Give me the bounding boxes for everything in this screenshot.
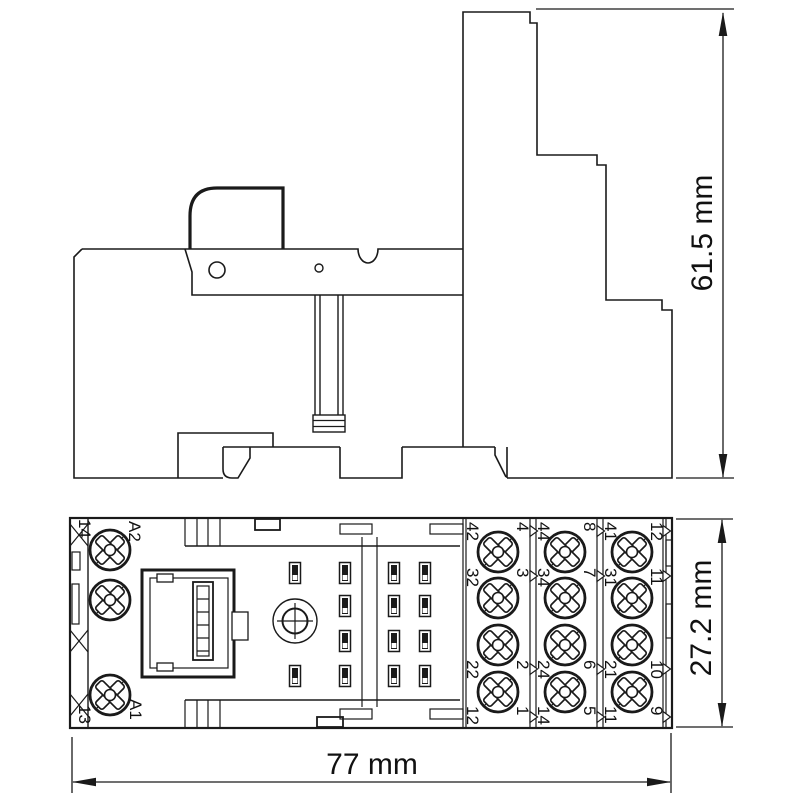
side-din-hook-left — [222, 447, 251, 479]
top-band-ticks — [184, 518, 221, 546]
terminal-number-label: 12 — [463, 706, 482, 725]
center-divider — [361, 537, 378, 707]
contact-slot-icon — [387, 594, 401, 618]
contact-slot-icon — [288, 664, 302, 688]
contact-slot-icon — [418, 594, 432, 618]
terminal-number-label: 24 — [534, 660, 553, 679]
side-view — [73, 11, 673, 479]
arrowhead-up-icon — [718, 12, 728, 36]
terminal-number-label: 11 — [647, 568, 666, 586]
terminal-number-label: 7 — [580, 568, 599, 577]
side-foot-left — [177, 432, 274, 478]
plug-frame-notch-top — [156, 573, 174, 583]
terminal-number-label: 34 — [534, 568, 553, 587]
center-fixing-hole — [272, 598, 318, 644]
terminal-number-label: 9 — [647, 706, 666, 715]
arrowhead-right-icon — [647, 777, 671, 787]
contact-slot-icon — [338, 664, 352, 688]
side-mounting-hole-large — [208, 261, 226, 279]
terminal-number-label: 31 — [601, 568, 620, 587]
terminal-number-label: 42 — [463, 522, 482, 541]
plug-latch-ribs — [197, 598, 209, 652]
arrowhead-down-icon — [717, 703, 727, 727]
side-mounting-hole-small — [314, 263, 324, 273]
side-din-hook-right — [494, 447, 508, 478]
plug-frame — [140, 568, 236, 679]
terminal-number-label: 1 — [513, 706, 532, 715]
terminal-number-label: 2 — [513, 660, 532, 669]
terminal-number-label: 10 — [647, 660, 666, 679]
width-dimension-label: 77 mm — [326, 748, 418, 781]
terminal-number-label: 41 — [601, 522, 620, 541]
dimension-height: 61.5 mm — [536, 8, 734, 479]
side-lever-grip-ribs — [313, 419, 345, 428]
terminal-number-label: 13 — [75, 705, 94, 724]
side-bar-top-edge — [82, 248, 463, 264]
side-release-lever — [314, 295, 344, 415]
side-lever-grip — [312, 414, 346, 433]
terminal-number-label: 32 — [463, 568, 482, 587]
dimension-depth: 27.2 mm — [676, 518, 733, 728]
terminal-number-label: 4 — [513, 522, 532, 531]
side-body-outline — [73, 248, 223, 479]
plug-frame-inner — [149, 577, 229, 669]
terminal-number-label: 44 — [534, 522, 553, 541]
terminal-number-label: 5 — [580, 706, 599, 715]
plug-latch — [192, 581, 214, 661]
terminal-number-label: 6 — [580, 660, 599, 669]
left-edge-slot-2 — [71, 583, 80, 625]
left-edge-slot-1 — [71, 551, 81, 571]
bottom-band-ticks — [184, 700, 221, 728]
terminal-number-label: 11 — [601, 706, 620, 724]
contact-slots — [288, 561, 432, 688]
contact-slot-icon — [418, 629, 432, 653]
top-band-detail-1 — [339, 523, 373, 535]
terminal-number-label: 3 — [513, 568, 532, 577]
terminal-number-label: A1 — [126, 699, 145, 720]
bottom-band-detail-1 — [339, 708, 373, 720]
contact-slot-icon — [418, 561, 432, 585]
bottom-edge-slot — [316, 716, 344, 728]
left-edge-cross-top — [69, 523, 89, 547]
side-retaining-clip — [188, 186, 285, 249]
top-band-detail-2 — [429, 523, 464, 535]
depth-dimension-label: 27.2 mm — [685, 560, 718, 677]
arrowhead-left-icon — [72, 777, 96, 787]
contact-slot-icon — [387, 629, 401, 653]
height-dimension-label: 61.5 mm — [686, 175, 719, 292]
arrowhead-down-icon — [718, 454, 728, 478]
side-foot-center — [339, 447, 403, 479]
side-bar-bottom-edge — [184, 248, 463, 296]
arrowhead-up-icon — [717, 519, 727, 543]
right-strip-slot-2 — [665, 603, 673, 639]
plug-latch-inner — [196, 585, 210, 657]
bottom-band-detail-2 — [429, 708, 464, 720]
plug-frame-tab — [231, 611, 249, 641]
terminal-number-label: 8 — [580, 522, 599, 531]
left-edge-cross-bottom — [69, 693, 89, 717]
contact-slot-icon — [387, 664, 401, 688]
contact-slot-icon — [288, 561, 302, 585]
left-edge-cross-mid — [69, 629, 89, 653]
contact-slot-icon — [418, 664, 432, 688]
contact-slot-icon — [338, 561, 352, 585]
dimension-width: 77 mm — [71, 733, 672, 793]
top-view: 14 A2 13 A1 42 32 22 12 4 3 2 1 44 34 24… — [68, 516, 674, 730]
plug-frame-notch-bottom — [156, 662, 174, 672]
terminal-number-label: 12 — [647, 522, 666, 541]
top-edge-slot — [254, 518, 281, 531]
contact-slot-icon — [338, 594, 352, 618]
terminal-number-label: 21 — [601, 660, 620, 679]
terminal-block-separators — [462, 518, 667, 728]
contact-slot-icon — [338, 629, 352, 653]
terminal-number-label: 14 — [534, 706, 553, 725]
terminal-number-label: A2 — [125, 521, 144, 542]
terminal-number-label: 14 — [75, 519, 94, 538]
contact-slot-icon — [387, 561, 401, 585]
side-rear-block-outline — [462, 11, 673, 479]
screw-terminal-icon — [85, 575, 135, 625]
right-strip-slot-1 — [665, 539, 673, 567]
terminal-number-label: 22 — [463, 660, 482, 679]
